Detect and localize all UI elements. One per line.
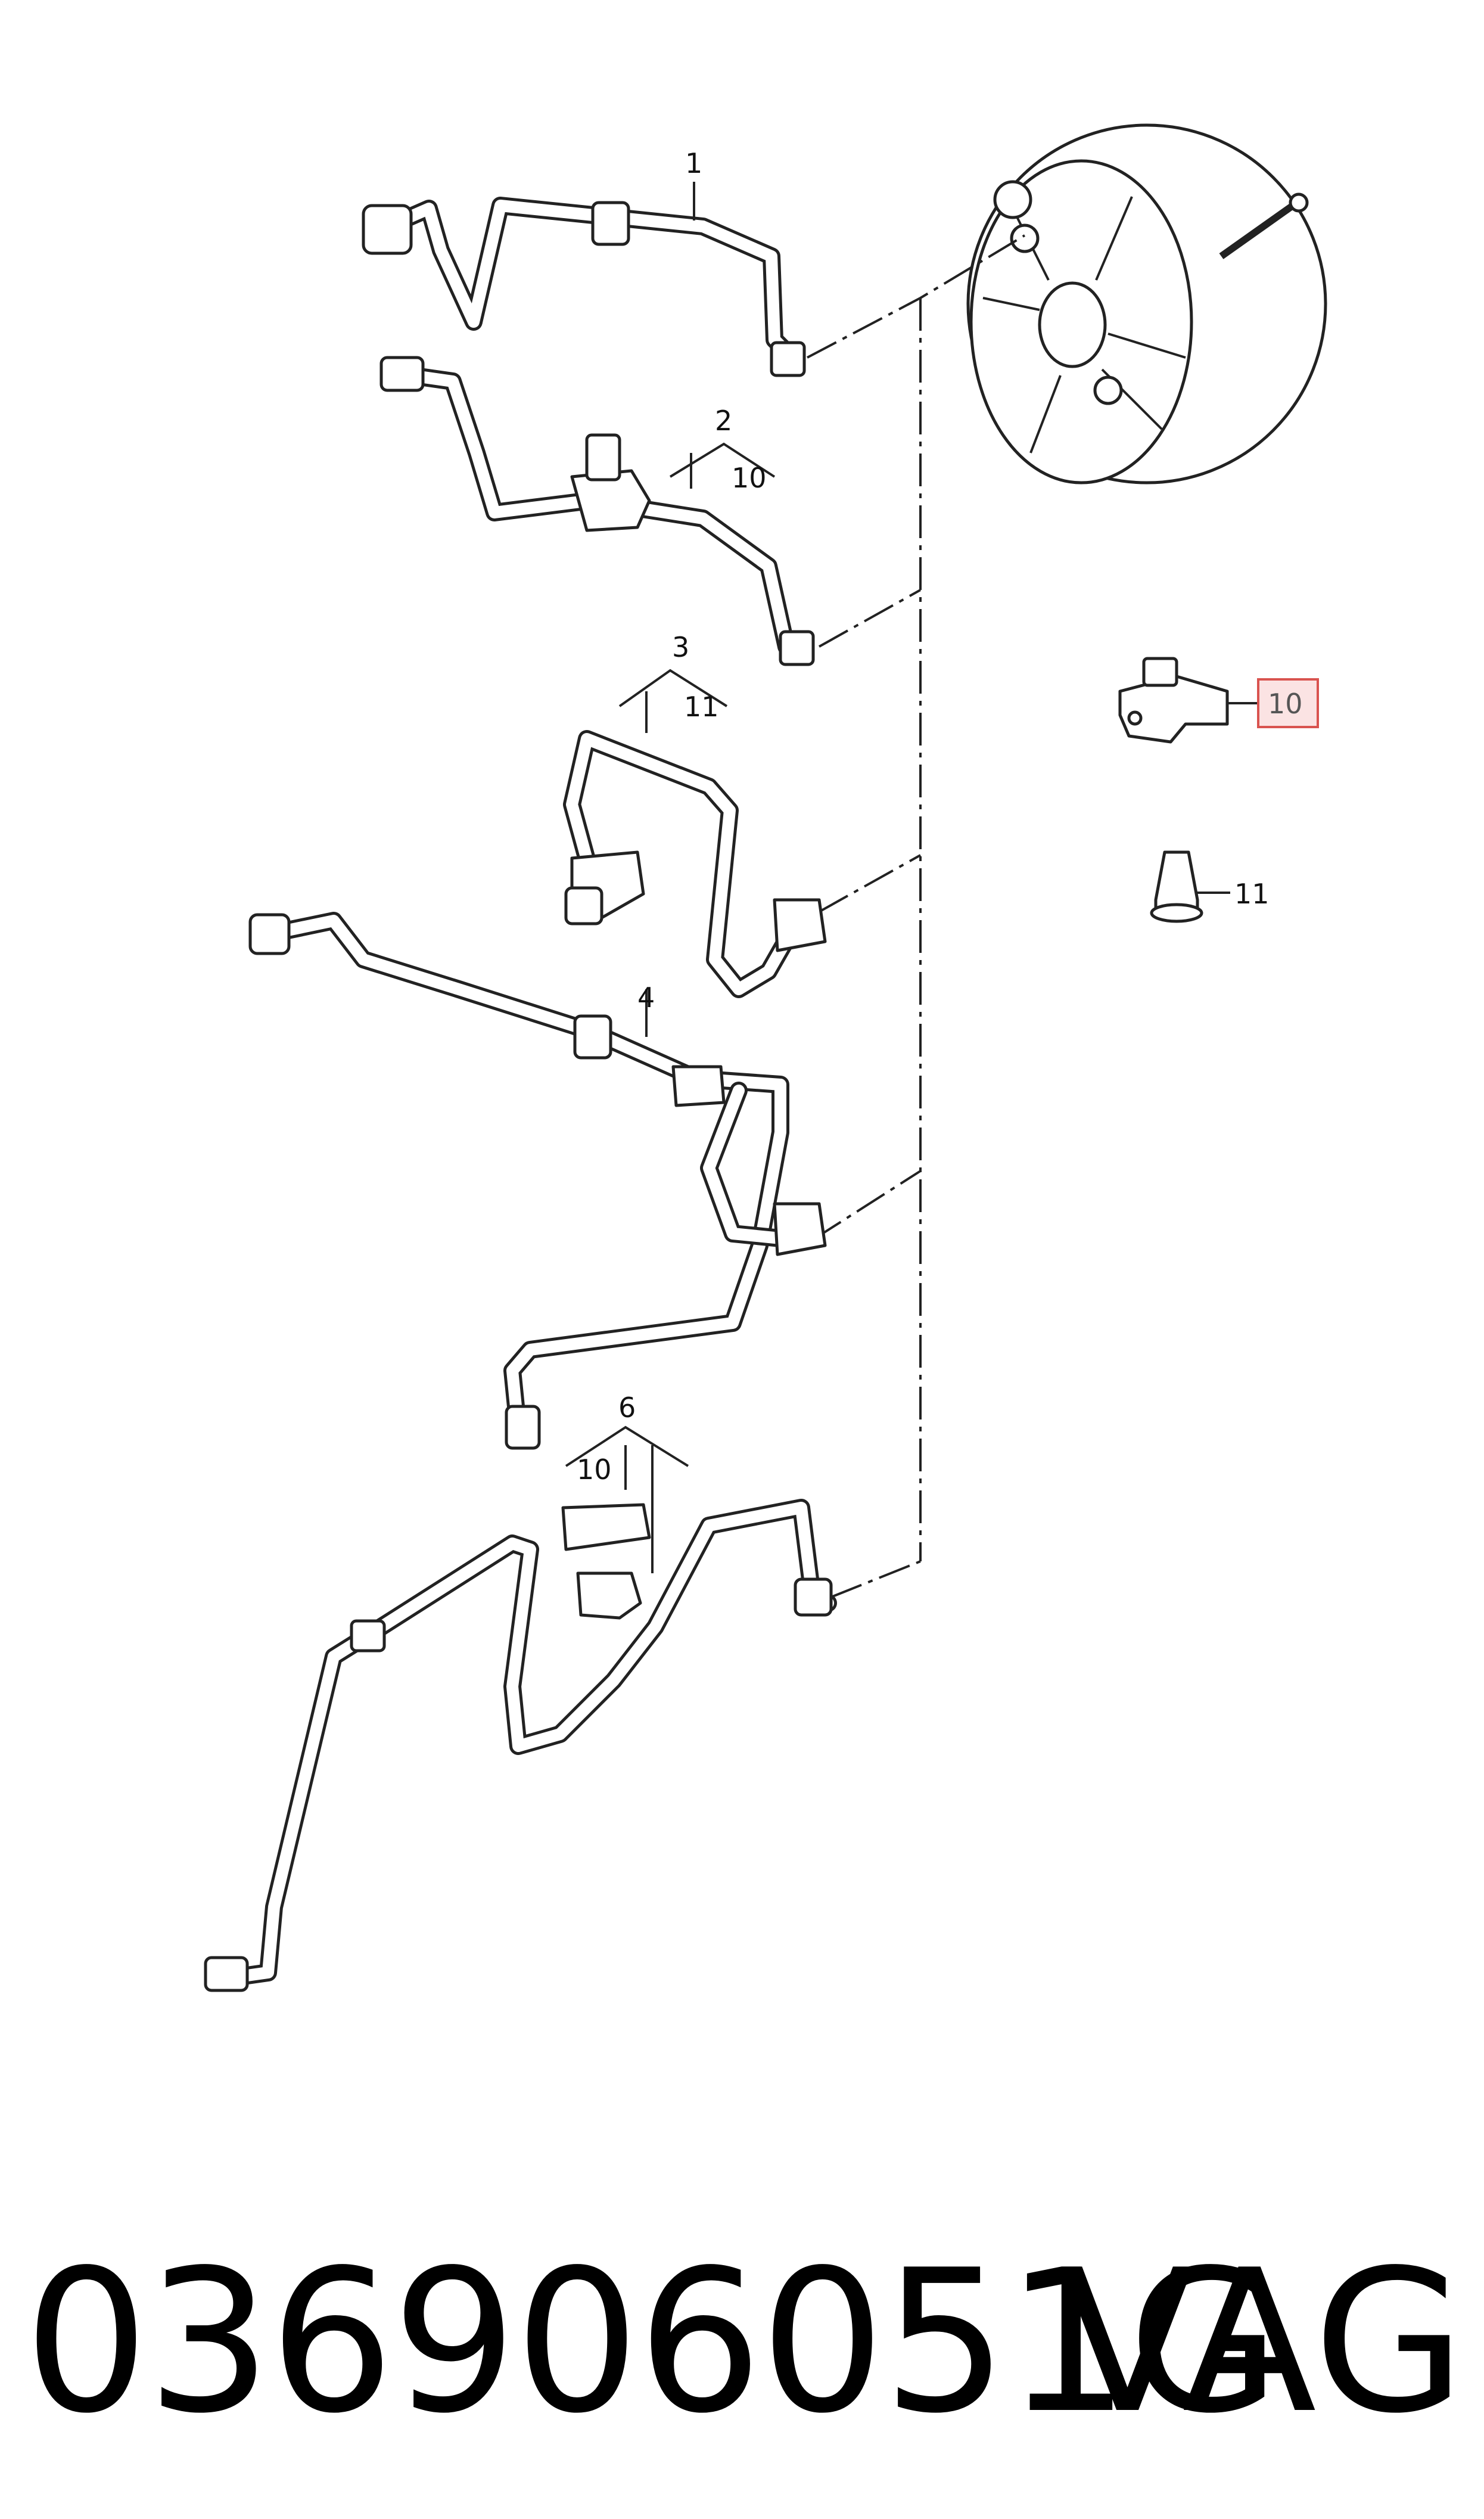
rubber-sleeve-part	[1150, 850, 1203, 923]
vacuum-hose-4	[248, 912, 827, 1450]
callout-3: 3	[672, 631, 689, 663]
vacuum-hose-1	[362, 197, 806, 377]
exploded-parts-diagram: 1 2 10 3 11 4 6 10 10 11	[204, 123, 1327, 1992]
vacuum-hose-2	[379, 356, 815, 666]
reference-lines	[807, 234, 1026, 1598]
brand-label: VAG	[1060, 2228, 1466, 2456]
footer: 036906051G VAG	[24, 2229, 1466, 2455]
callout-6-sub: 10	[577, 1453, 612, 1486]
callout-6: 6	[618, 1391, 636, 1424]
part-number: 036906051G	[24, 2228, 1280, 2456]
pressure-sensor-part	[1118, 657, 1229, 744]
brake-booster	[966, 123, 1327, 484]
callout-10: 10	[1268, 688, 1303, 720]
callout-labels: 1 2 10 3 11 4 6 10 10 11	[577, 147, 1319, 1486]
callout-11: 11	[1234, 878, 1270, 910]
vacuum-hose-3	[563, 730, 827, 998]
callout-10-highlight	[1257, 678, 1319, 728]
callout-4: 4	[637, 981, 655, 1014]
callout-1: 1	[685, 147, 702, 179]
callout-2-sub: 10	[732, 462, 767, 494]
callout-leaders	[565, 182, 1257, 1573]
callout-3-sub: 11	[684, 691, 719, 723]
vacuum-hose-6	[204, 1499, 837, 1992]
callout-2: 2	[715, 405, 732, 437]
